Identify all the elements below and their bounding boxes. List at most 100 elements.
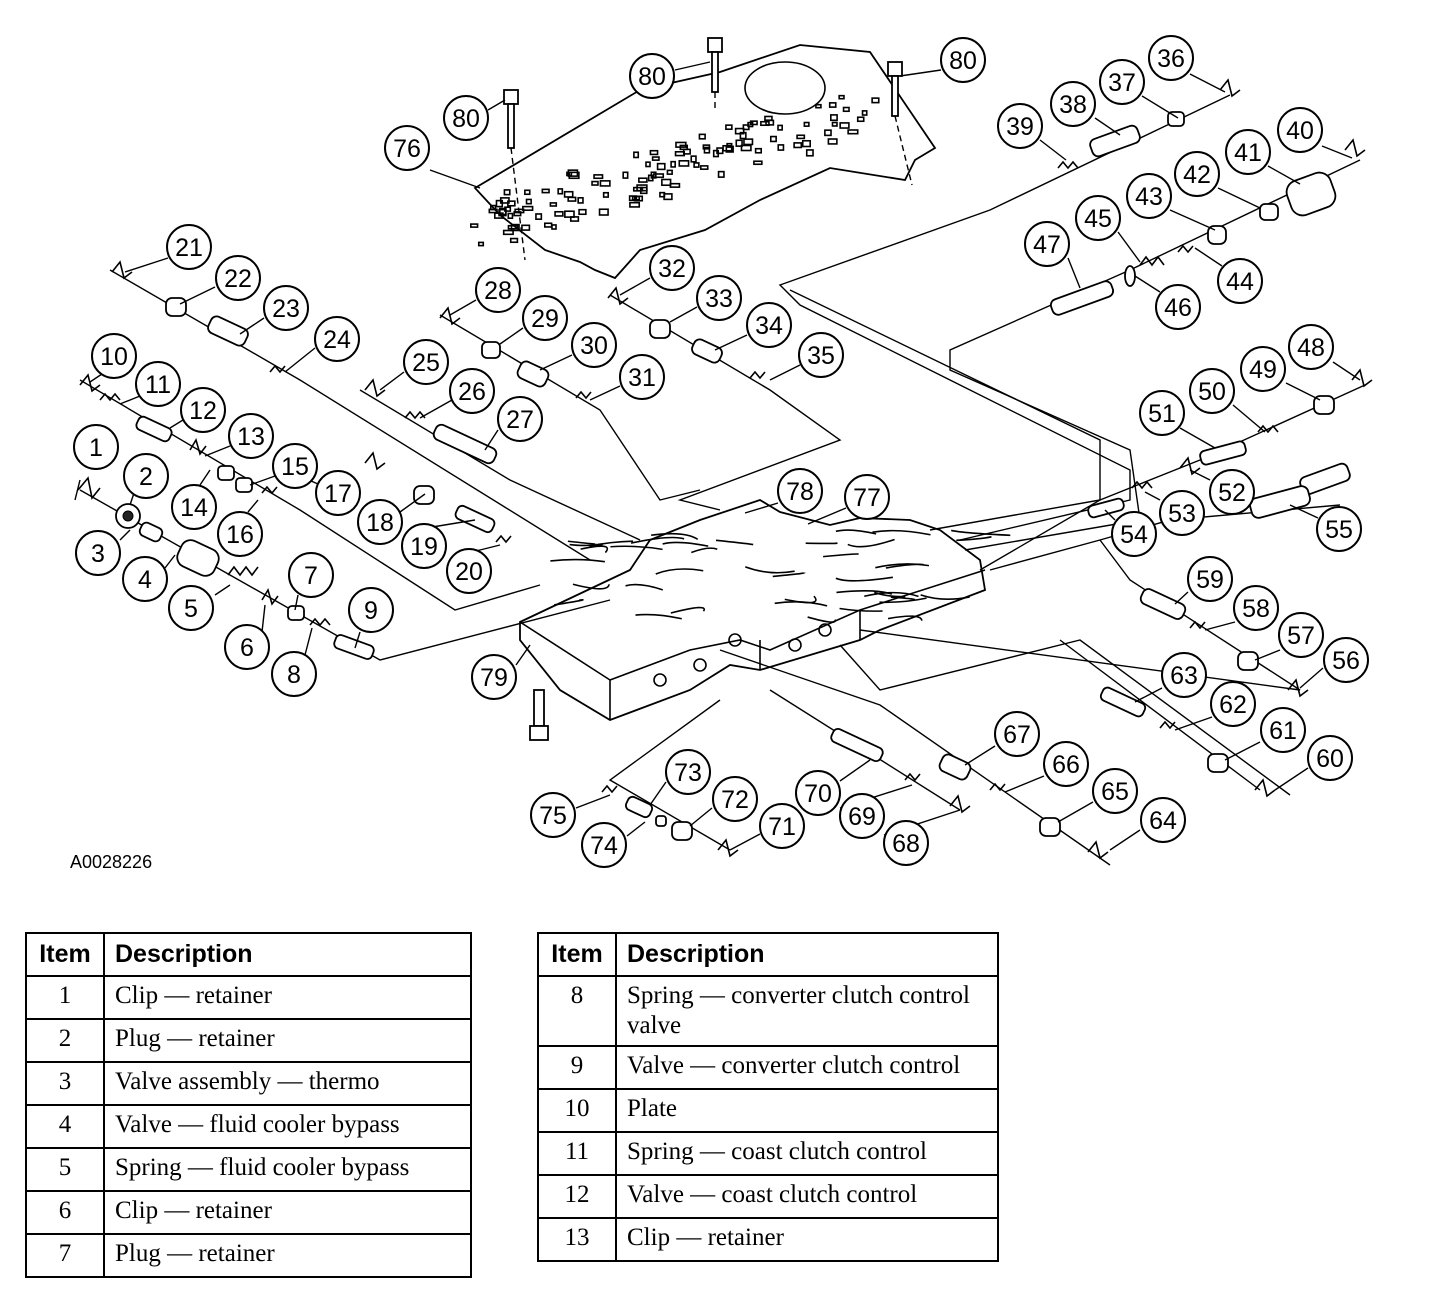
figure-code: A0028226 bbox=[70, 852, 153, 872]
callout-44: 44 bbox=[1217, 258, 1263, 304]
callout-54: 54 bbox=[1111, 511, 1157, 557]
callout-17: 17 bbox=[315, 470, 361, 516]
plate-hole bbox=[703, 146, 711, 154]
callout-number: 78 bbox=[786, 478, 814, 506]
item-number: 12 bbox=[537, 1174, 617, 1219]
plate-hole bbox=[827, 138, 838, 145]
callout-29: 29 bbox=[522, 295, 568, 341]
callout-leader-line bbox=[1174, 591, 1189, 605]
item-description: Clip — retainer bbox=[103, 975, 472, 1020]
callout-leader-line bbox=[449, 299, 477, 316]
callout-number: 76 bbox=[393, 135, 421, 163]
callout-71: 71 bbox=[759, 803, 805, 849]
plate-hole bbox=[507, 212, 514, 220]
callout-leader-line bbox=[1067, 257, 1081, 289]
callout-number: 35 bbox=[807, 342, 835, 370]
item-description: Clip — retainer bbox=[103, 1190, 472, 1235]
plate-hole bbox=[509, 237, 519, 244]
separator-plate-drawing bbox=[470, 44, 937, 280]
plate-hole bbox=[801, 139, 811, 148]
valve-body-channel bbox=[635, 613, 682, 620]
item-number: 11 bbox=[537, 1131, 617, 1176]
callout-leader-line bbox=[575, 794, 611, 809]
callout-number: 66 bbox=[1052, 751, 1080, 779]
callout-16: 16 bbox=[217, 511, 263, 557]
callout-leader-line bbox=[179, 286, 216, 305]
plate-hole bbox=[599, 180, 611, 187]
callout-leader-line bbox=[1179, 427, 1216, 449]
callout-leader-line bbox=[247, 499, 259, 513]
plate-hole bbox=[769, 135, 777, 143]
plate-hole bbox=[470, 223, 479, 228]
callout-leader-line bbox=[119, 529, 131, 541]
plate-hole bbox=[554, 210, 564, 217]
callout-3: 3 bbox=[75, 530, 121, 576]
callout-leader-line bbox=[1189, 469, 1211, 481]
callout-leader-line bbox=[1141, 95, 1179, 119]
item-description: Valve — converter clutch control bbox=[615, 1045, 999, 1090]
callout-9: 9 bbox=[348, 587, 394, 633]
callout-number: 2 bbox=[139, 463, 153, 491]
plate-hole bbox=[712, 149, 720, 158]
plate-hole bbox=[674, 151, 686, 157]
callout-leader-line bbox=[1332, 361, 1361, 381]
callout-leader-line bbox=[74, 479, 81, 501]
callout-number: 48 bbox=[1297, 334, 1325, 362]
valve-body-channel bbox=[691, 547, 718, 554]
callout-50: 50 bbox=[1189, 368, 1235, 414]
plate-hole bbox=[830, 114, 838, 122]
column-header-description: Description bbox=[615, 932, 999, 977]
plate-hole bbox=[649, 149, 659, 156]
plate-hole bbox=[856, 116, 865, 123]
callout-39: 39 bbox=[997, 103, 1043, 149]
callout-7: 7 bbox=[288, 552, 334, 598]
valve-components bbox=[77, 78, 1373, 860]
callout-number: 9 bbox=[364, 597, 378, 625]
callout-number: 14 bbox=[180, 494, 208, 522]
callout-number: 42 bbox=[1183, 161, 1211, 189]
valve-body-channel bbox=[951, 529, 1011, 537]
callout-28: 28 bbox=[475, 267, 521, 313]
callout-55: 55 bbox=[1316, 506, 1362, 552]
callout-number: 58 bbox=[1242, 595, 1270, 623]
callout-leader-line bbox=[1267, 165, 1301, 185]
callout-leader-line bbox=[164, 554, 176, 569]
callout-leader-line bbox=[1232, 404, 1266, 433]
callout-leader-line bbox=[169, 419, 184, 429]
plate-hole bbox=[754, 147, 763, 154]
callout-leader-line bbox=[1057, 801, 1094, 823]
plate-hole bbox=[803, 121, 810, 127]
callout-26: 26 bbox=[449, 368, 495, 414]
plate-hole bbox=[551, 224, 557, 230]
callout-number: 53 bbox=[1168, 500, 1196, 528]
callout-33: 33 bbox=[696, 275, 742, 321]
column-header-item: Item bbox=[537, 932, 617, 977]
callout-32: 32 bbox=[649, 245, 695, 291]
callout-leader-line bbox=[1274, 767, 1309, 791]
item-number: 13 bbox=[537, 1217, 617, 1262]
plate-hole bbox=[777, 144, 785, 151]
plate-hole bbox=[871, 97, 880, 104]
column-header-item: Item bbox=[25, 932, 105, 977]
callout-46: 46 bbox=[1155, 284, 1201, 330]
callout-leader-line bbox=[1254, 649, 1281, 661]
callout-47: 47 bbox=[1024, 221, 1070, 267]
callout-number: 70 bbox=[804, 780, 832, 808]
callout-number: 28 bbox=[484, 277, 512, 305]
item-number: 10 bbox=[537, 1088, 617, 1133]
callout-number: 50 bbox=[1198, 378, 1226, 406]
callout-leader-line bbox=[1104, 509, 1116, 521]
plate-hole bbox=[557, 188, 564, 195]
callout-number: 11 bbox=[145, 371, 171, 399]
callout-8: 8 bbox=[271, 651, 317, 697]
callout-leader-line bbox=[1169, 209, 1216, 231]
callout-number: 32 bbox=[658, 255, 686, 283]
plate-hole bbox=[699, 165, 709, 170]
callout-11: 11 bbox=[135, 361, 181, 407]
callout-number: 22 bbox=[224, 265, 252, 293]
